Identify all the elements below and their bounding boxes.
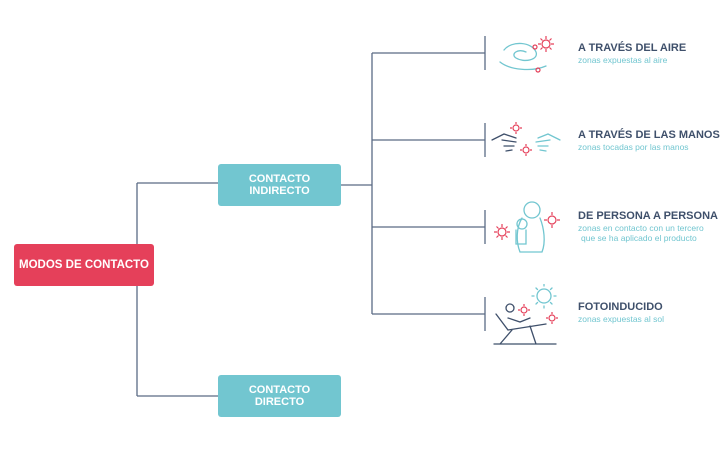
branch-node-direct: CONTACTO DIRECTO: [218, 375, 341, 417]
person-to-person-icon: [494, 201, 560, 253]
leaf-photo: FOTOINDUCIDO zonas expuestas al sol: [578, 301, 664, 324]
branch-indirect-line2: INDIRECTO: [249, 185, 310, 197]
leaf-hands-subtitle: zonas tocadas por las manos: [578, 142, 689, 152]
hands-virus-icon: [491, 122, 561, 156]
root-label: MODOS DE CONTACTO: [19, 259, 149, 271]
leaf-photo-title: FOTOINDUCIDO: [578, 301, 663, 313]
branch-indirect-line1: CONTACTO: [248, 173, 311, 185]
air-virus-icon: [499, 36, 554, 73]
leaf-air-title: A TRAVÉS DEL AIRE: [578, 42, 687, 54]
leaf-person-subtitle: zonas en contacto con un tercero: [578, 223, 704, 233]
leaf-photo-subtitle: zonas expuestas al sol: [578, 314, 664, 324]
leaf-person: DE PERSONA A PERSONA zonas en contacto c…: [578, 210, 718, 243]
leaf-person-title: DE PERSONA A PERSONA: [578, 210, 718, 222]
leaf-air: A TRAVÉS DEL AIRE zonas expuestas al air…: [578, 42, 686, 65]
leaf-hands: A TRAVÉS DE LAS MANOS zonas tocadas por …: [578, 129, 720, 152]
root-node: MODOS DE CONTACTO: [14, 244, 154, 286]
leaf-air-subtitle: zonas expuestas al aire: [578, 55, 668, 65]
branch-node-indirect: CONTACTO INDIRECTO: [218, 164, 341, 206]
branch-direct-line2: DIRECTO: [254, 396, 305, 408]
leaf-person-subtitle-line2: que se ha aplicado el producto: [581, 233, 697, 243]
branch-direct-line1: CONTACTO: [248, 384, 311, 396]
sun-lounger-icon: [493, 284, 558, 345]
leaf-hands-title: A TRAVÉS DE LAS MANOS: [578, 129, 720, 141]
